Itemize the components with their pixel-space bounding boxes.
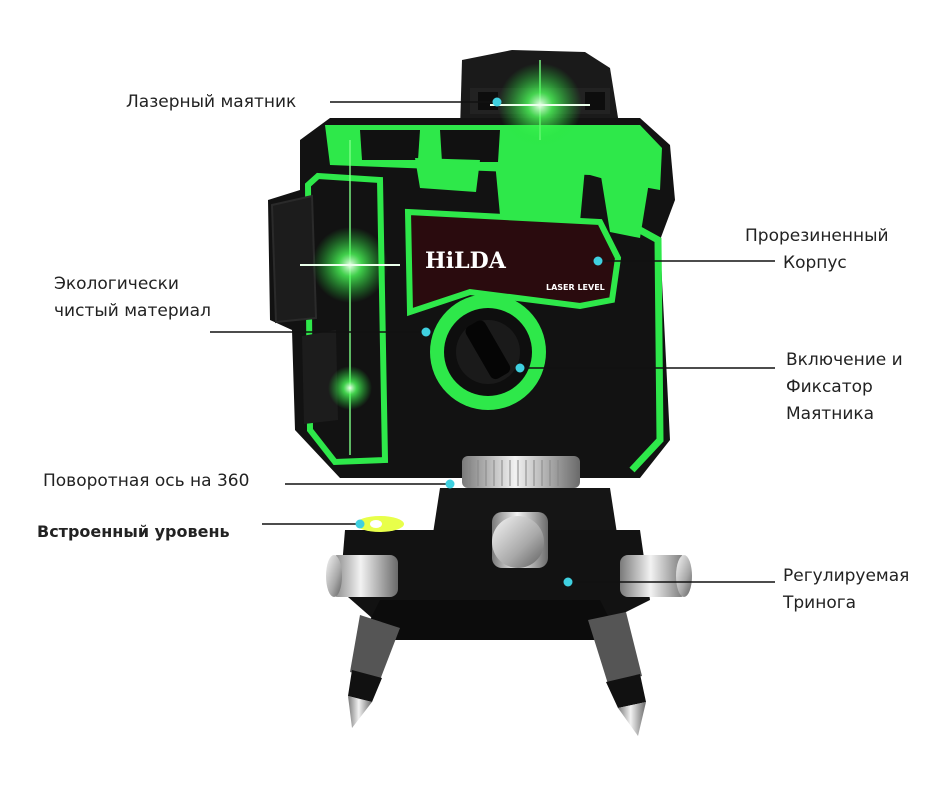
callout-text: Экологически [54,274,179,294]
callout-text: Корпус [783,253,847,273]
tripod-leg-right [588,612,646,736]
adjust-knob-right [620,555,692,597]
callout-eco-material: Экологически чистый материал [54,271,211,325]
callout-rotation-axis: Поворотная ось на 360 [43,468,249,495]
callout-builtin-level: Встроенный уровень [37,518,230,545]
callout-text: чистый материал [54,301,211,321]
adjust-knob-center [492,512,548,568]
callout-adjustable-tripod: Регулируемая Тринога [783,563,909,617]
callout-text: Маятника [786,404,875,424]
callout-rubberized-body: Прорезиненный Корпус [745,223,889,277]
callout-lines [210,101,775,583]
callout-text: Тринога [783,593,857,613]
callout-text: Встроенный уровень [37,522,230,541]
brand-logo: HiLDA [425,248,507,274]
callout-text: Включение и [786,350,903,370]
callout-text: Регулируемая [783,566,910,586]
callout-text: Лазерный маятник [126,92,297,112]
callout-text: Прорезиненный [745,226,889,246]
adjust-knob-left [326,555,398,597]
model-label: LASER LEVEL [546,283,605,292]
callout-power-lock: Включение и Фиксатор Маятника [786,347,903,428]
tripod-base [326,512,692,640]
device-body [268,118,675,478]
callout-dots [355,97,603,587]
callout-text: Поворотная ось на 360 [43,471,250,491]
callout-laser-pendulum: Лазерный маятник [126,89,296,116]
laser-glows [300,60,590,455]
callout-text: Фиксатор [786,377,873,397]
tripod-leg-left [348,615,400,728]
